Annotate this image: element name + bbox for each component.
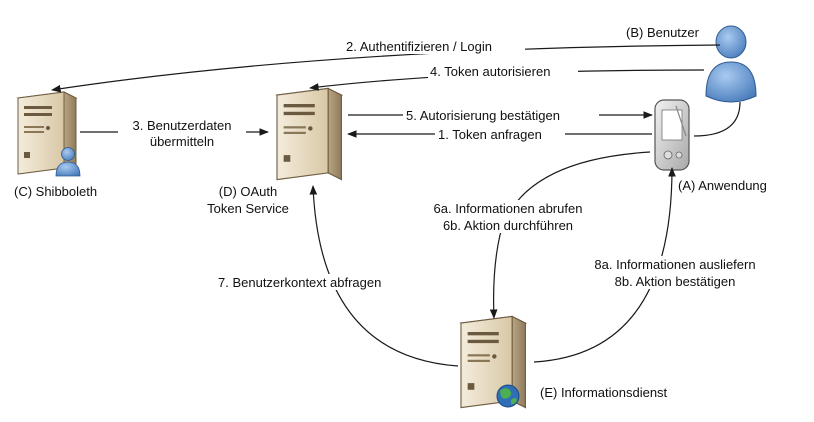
edge-8-label-line2: 8b. Aktion bestätigen — [615, 274, 736, 289]
edge-user-device — [693, 101, 741, 137]
benutzer-label: (B) Benutzer — [626, 25, 700, 40]
oauth-server-icon — [276, 87, 343, 181]
edge-6-label-line2: 6b. Aktion durchführen — [443, 218, 573, 233]
edge-4-label: 4. Token autorisieren — [430, 64, 550, 79]
edge-3-label-line2: übermitteln — [150, 134, 214, 149]
anwendung-device-icon — [654, 99, 690, 171]
shibboleth-label: (C) Shibboleth — [14, 184, 97, 199]
edge-6 — [489, 151, 651, 319]
edge-7 — [309, 185, 459, 367]
edge-3-label-line1: 3. Benutzerdaten — [132, 118, 231, 133]
edge-2 — [51, 44, 721, 93]
shibboleth-server-icon — [17, 91, 81, 177]
edge-6-label-line1: 6a. Informationen abrufen — [434, 201, 583, 216]
edge-2-label: 2. Authentifizieren / Login — [346, 39, 492, 54]
edge-1-label: 1. Token anfragen — [438, 127, 542, 142]
user-badge-icon — [55, 147, 81, 177]
edge-8-label-line1: 8a. Informationen ausliefern — [594, 257, 755, 272]
informationsdienst-server-icon — [460, 315, 527, 409]
anwendung-label: (A) Anwendung — [678, 178, 767, 193]
edge-7-label: 7. Benutzerkontext abfragen — [218, 275, 381, 290]
informationsdienst-label: (E) Informationsdienst — [540, 385, 668, 400]
edge-8 — [533, 167, 676, 363]
globe-icon — [496, 384, 520, 408]
oauth-label-line2: Token Service — [207, 201, 289, 216]
oauth-label-line1: (D) OAuth — [219, 184, 278, 199]
edge-5-label: 5. Autorisierung bestätigen — [406, 108, 560, 123]
benutzer-user-icon — [705, 25, 757, 103]
